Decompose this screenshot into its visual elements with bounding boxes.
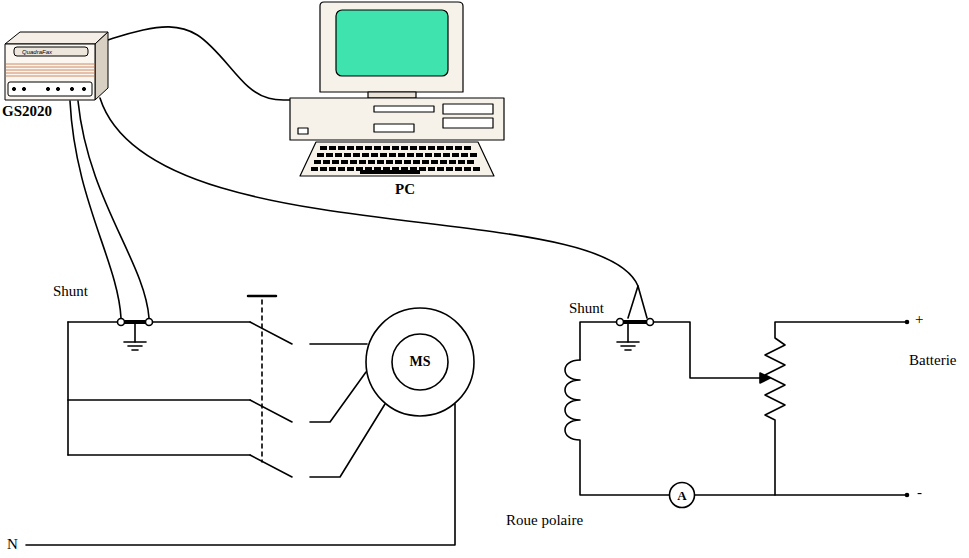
synchronous-machine: MS	[365, 307, 475, 417]
neutral-label: N	[6, 536, 19, 553]
switch-link	[261, 300, 263, 462]
field-coil	[565, 360, 907, 495]
device-brand: QuadraFax	[22, 49, 52, 55]
battery-label: Batterie	[908, 352, 957, 369]
phase-wire	[310, 372, 366, 422]
shunt-symbol	[118, 319, 153, 351]
neutral-wire	[26, 404, 455, 545]
acquisition-device: QuadraFaxGS2020	[2, 24, 110, 124]
switch-handle	[248, 295, 276, 298]
phase-wire	[68, 321, 250, 323]
shunt-label: Shunt	[568, 300, 605, 317]
computer-name: PC	[395, 182, 415, 197]
data-cable	[108, 27, 290, 100]
measurement-cable	[638, 286, 647, 318]
device-name: GS2020	[2, 104, 52, 119]
phase-wire	[68, 399, 250, 401]
terminal-sign: -	[916, 484, 923, 501]
switch-blade	[250, 322, 292, 477]
potentiometer-symbol	[765, 322, 905, 495]
shunt-symbol	[617, 319, 654, 351]
phase-wire	[68, 454, 250, 456]
machine-name: MS	[410, 355, 431, 369]
ammeter-letter: A	[677, 489, 686, 502]
phase-wire	[67, 322, 69, 455]
shunt-label: Shunt	[52, 283, 89, 300]
measurement-cable	[100, 98, 638, 318]
excitation-wire	[580, 322, 760, 378]
phase-wire	[310, 343, 367, 345]
phase-wire	[310, 404, 385, 477]
ammeter-symbol: A	[669, 482, 695, 508]
computer: PC	[288, 0, 508, 200]
pole-wheel-label: Roue polaire	[505, 512, 584, 529]
terminal-sign: +	[914, 311, 924, 328]
computer-outline	[288, 0, 508, 200]
